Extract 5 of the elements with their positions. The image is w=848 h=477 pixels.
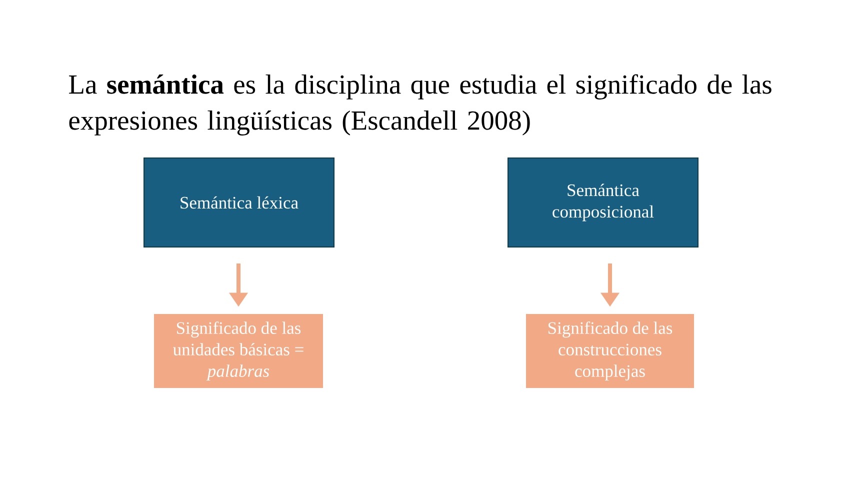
title: La semántica es la disciplina que estudia el significado de las expresiones lingüísticas (Escandell 2008) bbox=[69, 74, 772, 136]
concept-box: Semántica composicional bbox=[508, 158, 698, 248]
description-box: Significado de las unidades básicas = palabras bbox=[154, 314, 323, 388]
concept-box: Semántica léxica bbox=[144, 158, 334, 248]
description-box: Significado de las construcciones complejas bbox=[526, 314, 694, 388]
